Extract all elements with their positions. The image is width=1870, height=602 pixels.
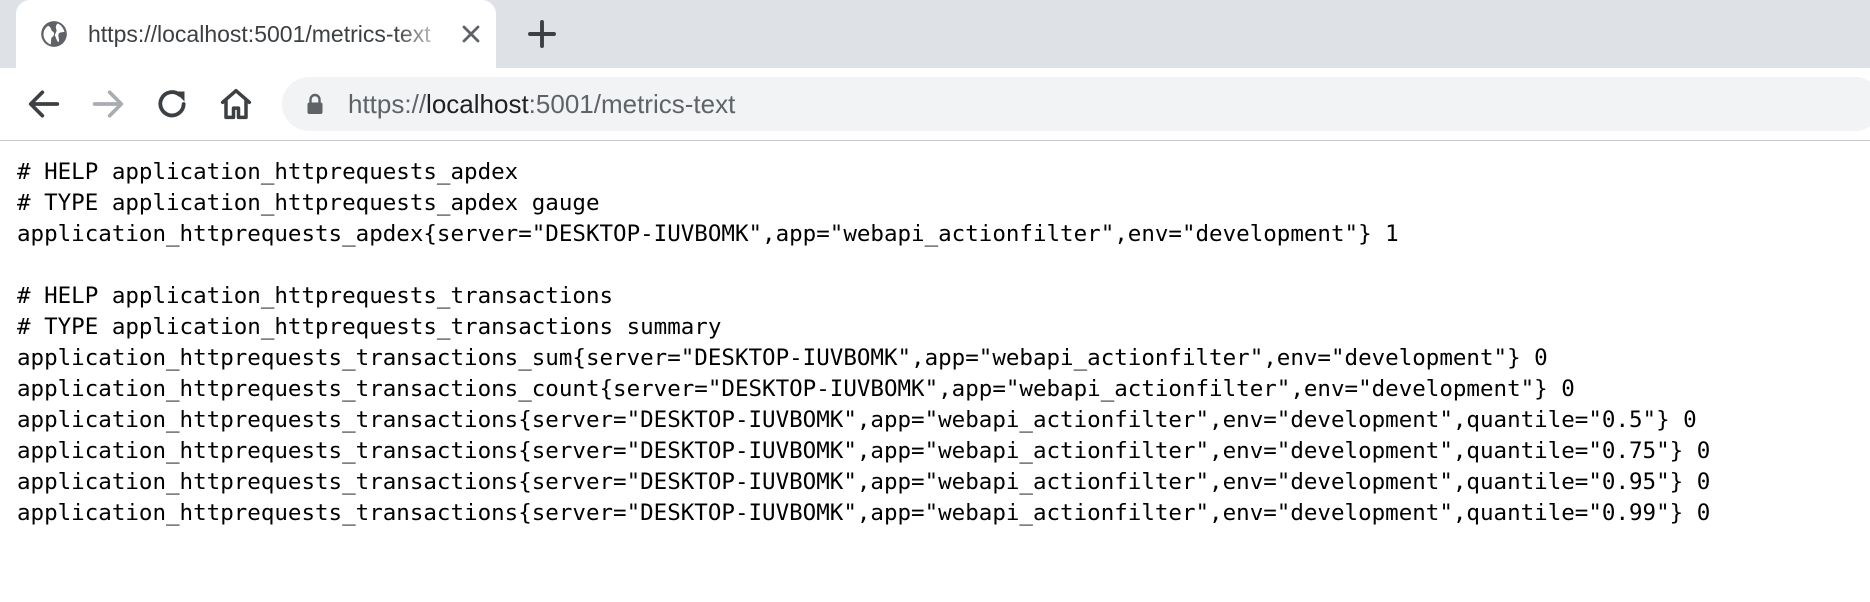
back-arrow-icon[interactable]	[24, 84, 64, 124]
text-line: # TYPE application_httprequests_apdex ga…	[17, 190, 600, 216]
address-bar[interactable]: https://localhost:5001/metrics-text	[282, 77, 1870, 131]
forward-arrow-icon[interactable]	[88, 84, 128, 124]
plus-icon[interactable]	[524, 16, 560, 52]
browser-tab[interactable]: https://localhost:5001/metrics-text	[16, 0, 496, 68]
home-icon[interactable]	[216, 84, 256, 124]
url-scheme: https://	[348, 89, 427, 119]
text-line: # HELP application_httprequests_transact…	[17, 283, 614, 309]
lock-icon[interactable]	[306, 93, 324, 115]
text-line: application_httprequests_apdex{server="D…	[17, 221, 1399, 247]
url-text[interactable]: https://localhost:5001/metrics-text	[348, 89, 735, 119]
text-line	[17, 250, 1710, 281]
text-line: application_httprequests_transactions{se…	[17, 469, 1711, 495]
tab-title: https://localhost:5001/metrics-text	[88, 21, 431, 47]
text-line: application_httprequests_transactions{se…	[17, 438, 1711, 464]
text-line: application_httprequests_transactions_co…	[17, 376, 1575, 402]
url-path: :5001/metrics-text	[528, 89, 736, 119]
metrics-text-content: # HELP application_httprequests_apdex # T…	[17, 157, 1710, 529]
reload-icon[interactable]	[152, 84, 192, 124]
text-line: # HELP application_httprequests_apdex	[17, 159, 519, 185]
globe-icon	[41, 21, 67, 47]
text-line: application_httprequests_transactions_su…	[17, 345, 1548, 371]
tab-strip: https://localhost:5001/metrics-text	[0, 0, 1870, 68]
browser-toolbar: https://localhost:5001/metrics-text	[0, 68, 1870, 141]
close-icon[interactable]	[457, 20, 485, 48]
text-line: # TYPE application_httprequests_transact…	[17, 314, 722, 340]
url-host: localhost	[426, 89, 529, 119]
text-line: application_httprequests_transactions{se…	[17, 500, 1711, 526]
text-line: application_httprequests_transactions{se…	[17, 407, 1697, 433]
